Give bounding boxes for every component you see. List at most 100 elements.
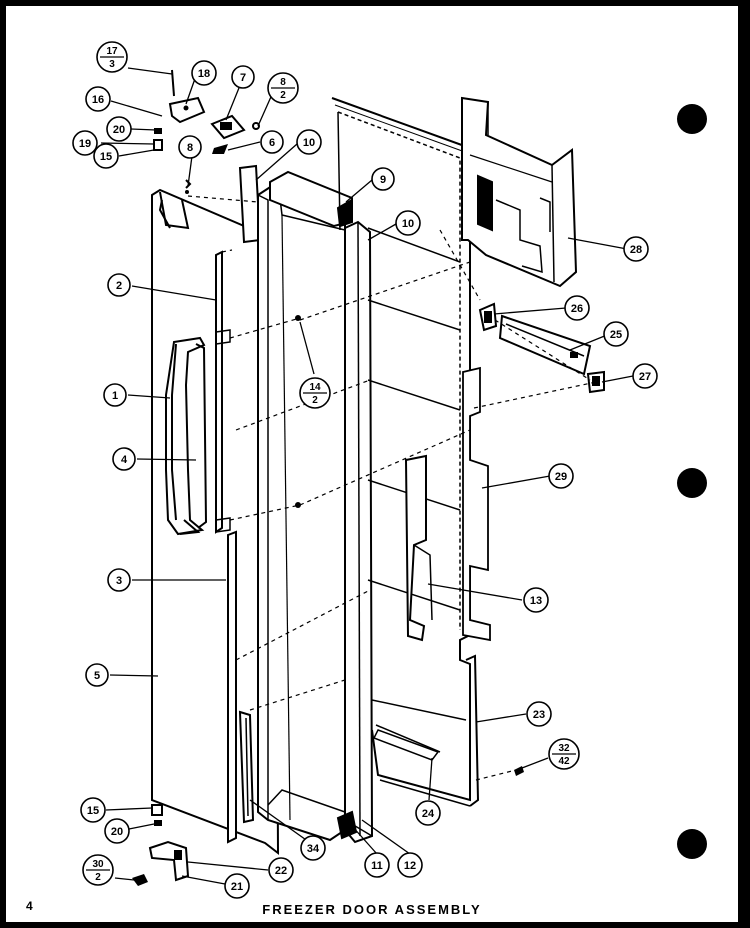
svg-text:6: 6 [269, 137, 275, 149]
callout-5: 5 [85, 663, 109, 687]
breaker-strip-right [336, 220, 374, 844]
svg-text:15: 15 [87, 805, 99, 817]
binder-hole-middle [677, 468, 707, 498]
fraction-30-2: 30 2 [82, 854, 114, 886]
svg-text:30: 30 [92, 859, 104, 870]
callout-20-bottom: 20 [104, 818, 130, 844]
svg-text:2: 2 [312, 395, 318, 406]
svg-text:5: 5 [94, 670, 100, 682]
svg-text:10: 10 [402, 218, 414, 230]
svg-text:3: 3 [109, 59, 115, 70]
callout-6: 6 [260, 130, 284, 154]
svg-text:18: 18 [198, 68, 210, 80]
svg-text:11: 11 [371, 860, 383, 872]
svg-text:15: 15 [100, 151, 112, 163]
svg-text:16: 16 [92, 94, 104, 106]
top-cap [269, 170, 354, 228]
top-hinge-hardware [153, 69, 206, 194]
callout-1: 1 [103, 383, 127, 407]
callout-10-upper: 10 [296, 129, 322, 155]
svg-text:8: 8 [280, 77, 286, 88]
svg-text:24: 24 [422, 808, 435, 820]
callout-2: 2 [107, 273, 131, 297]
page-title: FREEZER DOOR ASSEMBLY [262, 902, 482, 917]
callout-12: 12 [397, 852, 423, 878]
exploded-view-drawing: 1 2 3 4 5 6 7 8 9 10 10 11 12 13 15 15 1… [72, 41, 658, 899]
gasket-screw [514, 766, 524, 776]
svg-text:12: 12 [404, 860, 416, 872]
callout-10-lower: 10 [395, 210, 421, 236]
callout-23: 23 [526, 701, 552, 727]
svg-text:20: 20 [113, 124, 125, 136]
callout-9: 9 [371, 167, 395, 191]
door-trim-strips [215, 250, 237, 844]
svg-text:28: 28 [630, 244, 642, 256]
svg-text:22: 22 [275, 865, 287, 877]
rail-bracket [586, 370, 605, 394]
callout-25: 25 [603, 321, 629, 347]
svg-text:2: 2 [95, 872, 101, 883]
fraction-8-2: 8 2 [267, 72, 299, 104]
svg-text:32: 32 [558, 743, 570, 754]
callout-8: 8 [178, 135, 202, 159]
svg-text:4: 4 [121, 454, 128, 466]
callout-29: 29 [548, 463, 574, 489]
callout-19: 19 [72, 130, 98, 156]
svg-text:9: 9 [380, 174, 386, 186]
callout-16: 16 [85, 86, 111, 112]
callout-20-top: 20 [106, 116, 132, 142]
svg-text:14: 14 [309, 382, 321, 393]
callout-26: 26 [564, 295, 590, 321]
assembly-guide-lines [187, 195, 597, 781]
callout-11: 11 [364, 852, 390, 878]
callout-15-bottom: 15 [80, 797, 106, 823]
callout-3: 3 [107, 568, 131, 592]
hinge-bracket [478, 302, 498, 332]
door-screws [295, 315, 301, 508]
callout-22: 22 [268, 857, 294, 883]
slide-rail [498, 314, 592, 376]
svg-text:42: 42 [558, 756, 570, 767]
bottom-hinge-hardware [132, 804, 190, 886]
svg-text:27: 27 [639, 371, 651, 383]
ice-bin-cover [461, 96, 578, 288]
svg-text:26: 26 [571, 303, 583, 315]
liner-strip [238, 710, 255, 824]
fraction-14-2: 14 2 [299, 377, 331, 409]
svg-text:25: 25 [610, 329, 622, 341]
svg-text:2: 2 [116, 280, 122, 292]
callout-7: 7 [231, 65, 255, 89]
inner-door-panel [257, 180, 346, 842]
svg-text:19: 19 [79, 138, 91, 150]
svg-text:8: 8 [187, 142, 193, 154]
callout-34: 34 [300, 835, 326, 861]
svg-text:34: 34 [307, 843, 320, 855]
fraction-32-42: 32 42 [548, 738, 580, 770]
callout-18: 18 [191, 60, 217, 86]
callout-15-top: 15 [93, 143, 119, 169]
binder-hole-bottom [677, 829, 707, 859]
callout-13: 13 [523, 587, 549, 613]
callout-27: 27 [632, 363, 658, 389]
svg-text:23: 23 [533, 709, 545, 721]
svg-text:29: 29 [555, 471, 567, 483]
callout-4: 4 [112, 447, 136, 471]
callout-24: 24 [415, 800, 441, 826]
svg-text:2: 2 [280, 90, 286, 101]
svg-text:21: 21 [231, 881, 243, 893]
hinge-assembly [210, 114, 260, 154]
door-handle [165, 336, 208, 536]
side-panel [462, 366, 491, 642]
fraction-17-3: 17 3 [96, 41, 128, 73]
svg-text:7: 7 [240, 72, 246, 84]
diagram-sheet: 1 2 3 4 5 6 7 8 9 10 10 11 12 13 15 15 1… [6, 6, 738, 922]
svg-text:3: 3 [116, 575, 122, 587]
binder-hole-top [677, 104, 707, 134]
svg-text:17: 17 [106, 46, 118, 57]
callout-28: 28 [623, 236, 649, 262]
svg-text:1: 1 [112, 390, 118, 402]
svg-text:13: 13 [530, 595, 542, 607]
svg-text:10: 10 [303, 137, 315, 149]
page-number: 4 [26, 899, 33, 913]
svg-text:20: 20 [111, 826, 123, 838]
